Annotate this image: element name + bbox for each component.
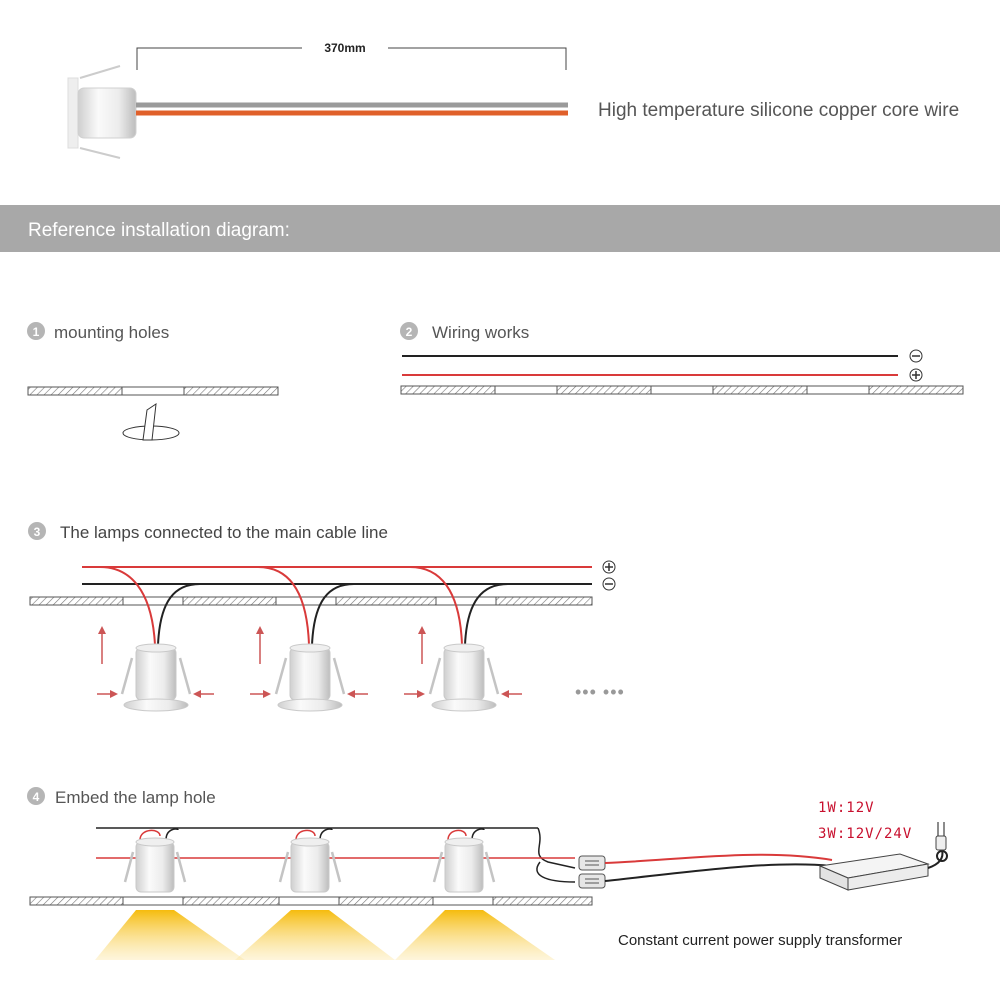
step-1-ceiling-board xyxy=(27,386,279,396)
step-4-title: Embed the lamp hole xyxy=(55,788,216,807)
top-lamp-product xyxy=(67,65,137,159)
step-3-ceiling-board xyxy=(29,596,593,606)
step-3-lamp-3 xyxy=(404,566,522,713)
step-4-lamp-2 xyxy=(235,828,395,960)
step-4-light-beam-1 xyxy=(95,910,245,960)
step-1-number-icon xyxy=(27,322,45,340)
step-1-title: mounting holes xyxy=(54,323,169,342)
transformer-output-wires xyxy=(604,853,833,882)
step-2-title: Wiring works xyxy=(432,323,529,342)
step-2-negative-terminal-icon xyxy=(909,349,923,363)
step-2-ceiling-board xyxy=(400,385,964,395)
spec-1w-label: 1W:12V xyxy=(818,800,875,816)
step-4-light-beam-3 xyxy=(395,910,555,960)
step-4-lamp-3 xyxy=(395,828,555,960)
length-label: 370mm xyxy=(324,41,365,55)
step-3-lamp-1 xyxy=(97,566,214,713)
step-3-ellipsis: ••• ••• xyxy=(575,682,625,702)
banner-title: Reference installation diagram: xyxy=(28,220,290,241)
spec-3w-label: 3W:12V/24V xyxy=(818,826,912,842)
step-3-number-icon xyxy=(28,522,46,540)
step-4-ceiling-board xyxy=(29,896,593,906)
wire-connector-icon xyxy=(578,855,606,889)
step-3-number: 3 xyxy=(34,525,41,539)
step-2-number-icon xyxy=(400,322,418,340)
section-banner xyxy=(0,205,1000,252)
step-3-title: The lamps connected to the main cable li… xyxy=(60,523,388,542)
step-4-light-beam-2 xyxy=(235,910,395,960)
top-wire xyxy=(136,102,568,116)
step-4-lamp-1 xyxy=(95,828,245,960)
step-4-number: 4 xyxy=(33,790,40,804)
step-3-negative-terminal-icon xyxy=(602,577,616,591)
hole-saw-icon xyxy=(122,402,180,441)
step-1-number: 1 xyxy=(33,325,40,339)
transformer-label: Constant current power supply transforme… xyxy=(618,932,902,949)
step-4-number-icon xyxy=(27,787,45,805)
wire-caption: High temperature silicone copper core wi… xyxy=(598,100,959,121)
step-4-main-cable xyxy=(96,827,576,883)
power-supply-transformer-icon xyxy=(818,822,948,891)
step-3-positive-terminal-icon xyxy=(602,560,616,574)
step-3-lamp-2 xyxy=(250,566,368,713)
step-2-number: 2 xyxy=(406,325,413,339)
dimension-bracket xyxy=(136,47,567,70)
step-2-positive-terminal-icon xyxy=(909,368,923,382)
